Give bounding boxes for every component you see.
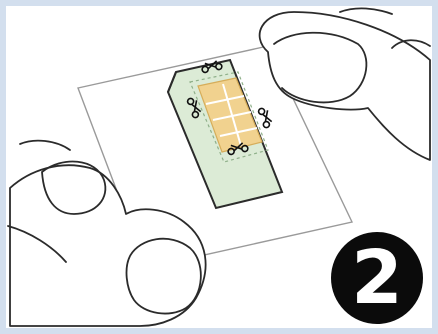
step-number-label: 2 <box>351 241 403 315</box>
step-number-badge: 2 <box>331 232 423 324</box>
